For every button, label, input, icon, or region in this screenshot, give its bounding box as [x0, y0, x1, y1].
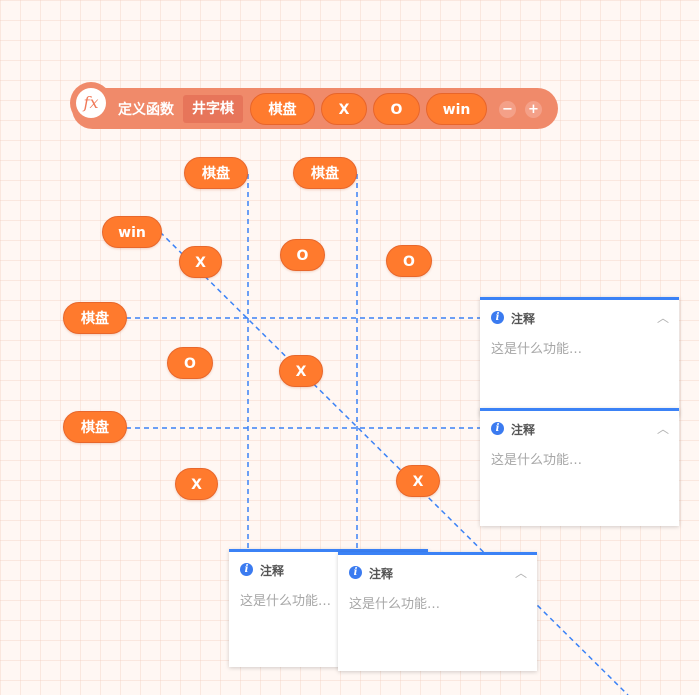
comment-text-field[interactable]: 这是什么功能… — [491, 453, 583, 468]
comment-text-field[interactable]: 这是什么功能… — [491, 342, 583, 357]
info-icon: i — [240, 563, 253, 576]
board-block-left-1[interactable]: 棋盘 — [63, 302, 127, 334]
board-block-top-1[interactable]: 棋盘 — [184, 157, 248, 189]
comment-text-field[interactable]: 这是什么功能… — [349, 597, 441, 612]
function-name-field[interactable]: 井字棋 — [183, 95, 243, 123]
comment-title: 注释 — [511, 423, 536, 437]
param-x[interactable]: X — [321, 93, 367, 125]
remove-param-button[interactable]: − — [499, 101, 516, 118]
info-icon: i — [491, 422, 504, 435]
info-icon: i — [491, 311, 504, 324]
cell-block-x[interactable]: X — [279, 355, 323, 387]
comment-title: 注释 — [260, 564, 285, 578]
function-icon-container: fx — [70, 82, 112, 124]
cell-block-x[interactable]: X — [396, 465, 440, 497]
board-block-top-2[interactable]: 棋盘 — [293, 157, 357, 189]
param-win[interactable]: win — [426, 93, 487, 125]
cell-block-o[interactable]: O — [280, 239, 325, 271]
comment-card[interactable]: i 注释 ︿ 这是什么功能… — [480, 297, 679, 416]
fx-icon: fx — [76, 88, 106, 118]
info-icon: i — [349, 566, 362, 579]
chevron-up-icon[interactable]: ︿ — [656, 311, 669, 325]
chevron-up-icon[interactable]: ︿ — [514, 566, 527, 580]
comment-title: 注释 — [369, 567, 394, 581]
cell-block-o[interactable]: O — [386, 245, 432, 277]
comment-card[interactable]: i 注释 ︿ 这是什么功能… — [338, 552, 537, 671]
win-block[interactable]: win — [102, 216, 162, 248]
comment-text-field[interactable]: 这是什么功能… — [240, 594, 332, 609]
param-board[interactable]: 棋盘 — [250, 93, 315, 125]
param-o[interactable]: O — [373, 93, 420, 125]
cell-block-o[interactable]: O — [167, 347, 213, 379]
function-define-label: 定义函数 — [118, 102, 174, 118]
add-param-button[interactable]: + — [525, 101, 542, 118]
board-block-left-2[interactable]: 棋盘 — [63, 411, 127, 443]
chevron-up-icon[interactable]: ︿ — [656, 422, 669, 436]
cell-block-x[interactable]: X — [179, 246, 222, 278]
cell-block-x[interactable]: X — [175, 468, 218, 500]
comment-title: 注释 — [511, 312, 536, 326]
comment-card[interactable]: i 注释 ︿ 这是什么功能… — [480, 408, 679, 526]
